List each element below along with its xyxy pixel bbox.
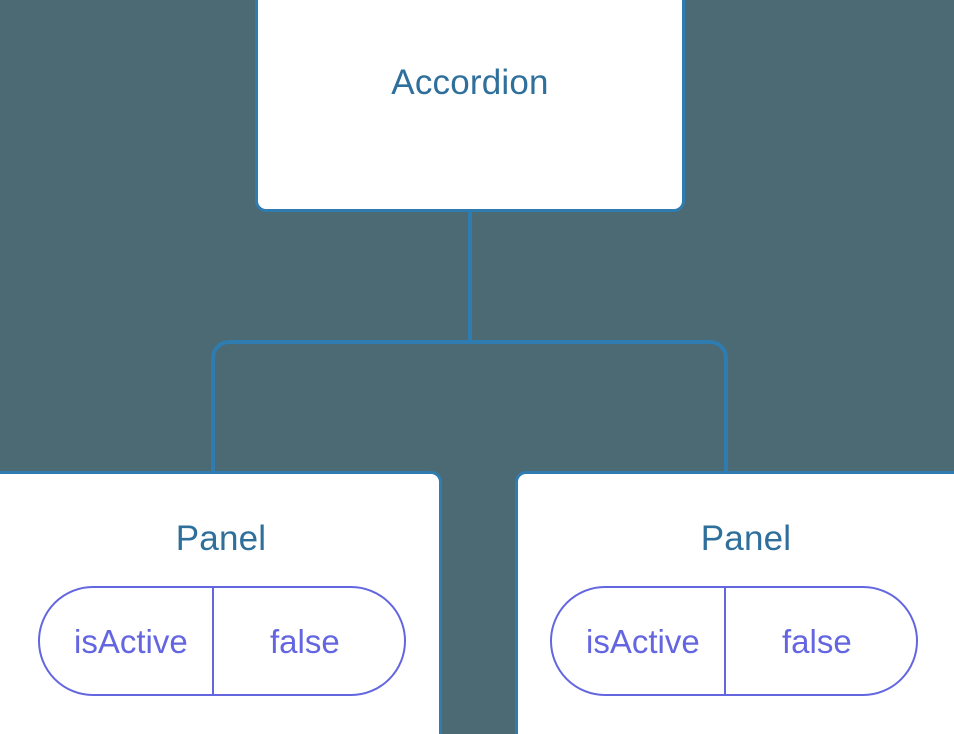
node-accordion-title: Accordion [391, 62, 549, 102]
node-accordion[interactable]: Accordion [255, 0, 685, 212]
edge-bus-to-panel-1 [470, 340, 728, 474]
node-panel-1-title: Panel [700, 519, 792, 558]
prop-key-panel-1-isactive: isActive [586, 622, 700, 660]
prop-value-panel-0-isactive: false [211, 588, 404, 694]
prop-pill-panel-0-isactive[interactable]: isActive false [38, 586, 406, 696]
prop-key-panel-0-isactive: isActive [74, 622, 188, 660]
edge-bus-to-panel-0 [211, 340, 470, 474]
prop-value-panel-1-isactive: false [723, 588, 916, 694]
node-panel-0-title: Panel [175, 519, 267, 558]
prop-pill-panel-1-isactive[interactable]: isActive false [550, 586, 918, 696]
